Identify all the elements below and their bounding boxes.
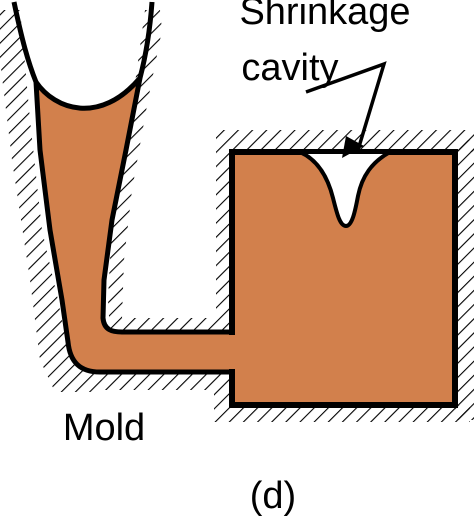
- sprue-left-wall: [11, 1, 39, 83]
- sprue-right-wall: [137, 1, 155, 79]
- leader-arrowhead: [342, 136, 364, 158]
- mold-hatch-bottom: [95, 372, 470, 422]
- shrinkage-cavity: [299, 152, 398, 229]
- shrinkage-label-line1: Shrinkage: [239, 0, 410, 33]
- mold-hatch-top: [216, 130, 474, 318]
- mold-label: Mold: [63, 407, 145, 449]
- shrinkage-label-line2: cavity: [241, 47, 338, 89]
- mold-hatch-middle: [108, 10, 232, 332]
- panel-label: (d): [250, 475, 296, 517]
- mold-hatch-right: [455, 140, 474, 420]
- mold-hatch-left: [0, 10, 95, 392]
- sprue-and-runner: [33, 75, 235, 375]
- leader-line: [305, 61, 387, 151]
